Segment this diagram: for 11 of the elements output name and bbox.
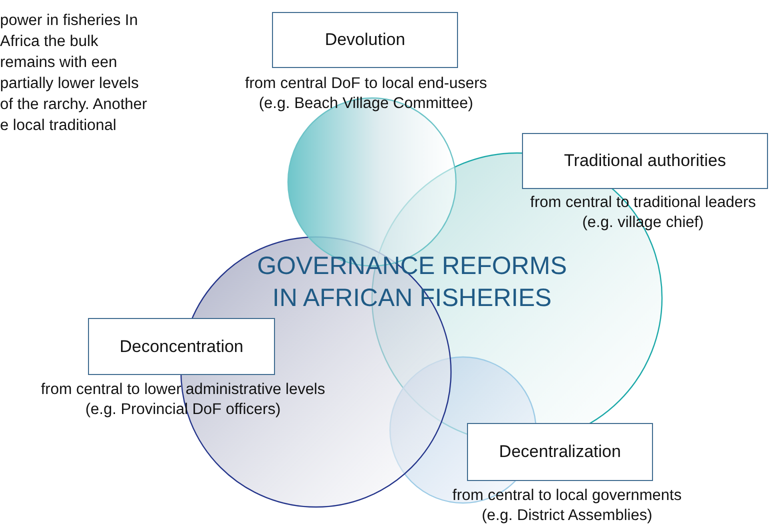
- description-text: from central to local governments (e.g. District Assemblies): [451, 486, 683, 526]
- box-heading: Devolution: [324, 30, 406, 50]
- label-box: [467, 423, 653, 481]
- paragraph-text: power in fisheries In Africa the bulk remains with een partially lower levels of the rarchy. Another e local traditional: [0, 11, 148, 136]
- description-text: from central to lower administrative levels (e.g. Provincial DoF officers): [40, 380, 326, 420]
- label-box: [522, 133, 768, 189]
- box-heading: Traditional authorities: [564, 151, 726, 171]
- box-heading: Deconcentration: [120, 336, 244, 356]
- label-box: [272, 12, 458, 68]
- box-heading: Decentralization: [499, 442, 621, 462]
- label-box: [88, 318, 275, 375]
